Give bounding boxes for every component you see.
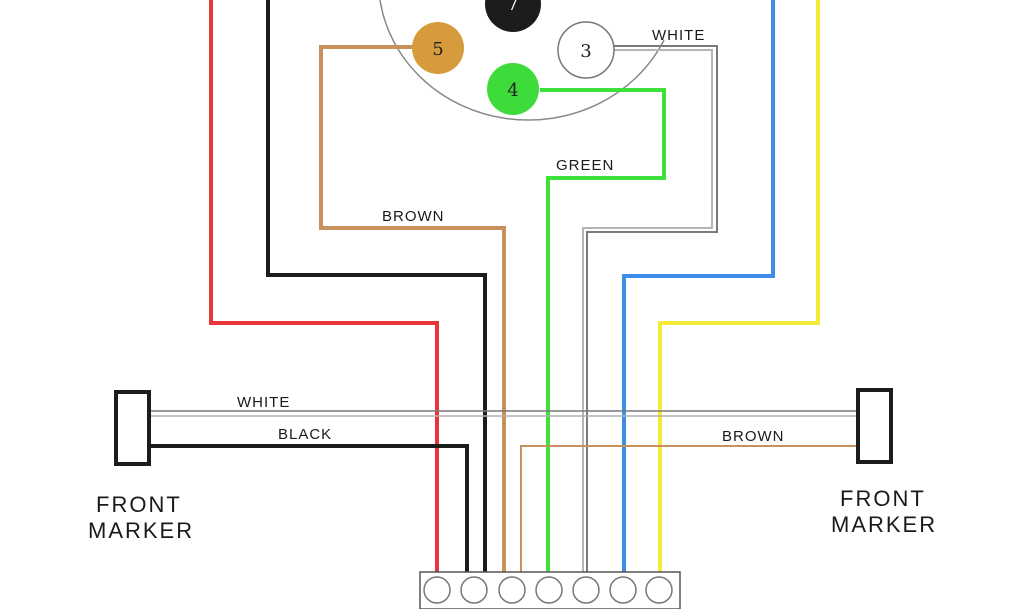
front-marker-left-line2: MARKER (88, 518, 194, 543)
red-wire (209, 0, 439, 578)
label-white-top: WHITE (652, 27, 705, 44)
label-black-marker: BLACK (278, 426, 332, 443)
front-marker-right-line2: MARKER (831, 512, 937, 537)
front-marker-right-lamp (856, 388, 893, 464)
terminal-1 (423, 576, 451, 604)
marker-brown-wire (520, 445, 860, 578)
white-wire-outer (586, 45, 718, 578)
terminal-block (419, 571, 681, 609)
terminal-2 (460, 576, 488, 604)
black-wire (266, 0, 487, 578)
brown-wire (319, 45, 506, 578)
pin-3-number: 3 (580, 41, 591, 62)
connector-face (379, 0, 665, 121)
pin-7 (485, 0, 541, 32)
label-white-marker: WHITE (237, 394, 290, 411)
blue-wire (622, 0, 775, 578)
pin-7-number: 7 (507, 0, 518, 15)
white-wire-inner (582, 49, 713, 578)
terminal-4 (535, 576, 563, 604)
front-marker-right-line1: FRONT (840, 486, 926, 511)
front-marker-left-line1: FRONT (96, 492, 182, 517)
front-marker-left-lamp (114, 390, 151, 466)
terminal-6 (609, 576, 637, 604)
label-brown-marker: BROWN (722, 428, 785, 445)
pin-4-number: 4 (507, 80, 518, 101)
terminal-5 (572, 576, 600, 604)
green-wire (540, 88, 666, 578)
pin-4 (487, 63, 539, 115)
label-brown-top: BROWN (382, 208, 445, 225)
terminal-7 (645, 576, 673, 604)
pin-5-number: 5 (432, 39, 443, 60)
terminal-3 (498, 576, 526, 604)
label-green: GREEN (556, 157, 614, 174)
pin-5 (412, 22, 464, 74)
marker-black-wire (150, 444, 469, 578)
pin-3 (557, 21, 615, 79)
yellow-wire (658, 0, 820, 578)
